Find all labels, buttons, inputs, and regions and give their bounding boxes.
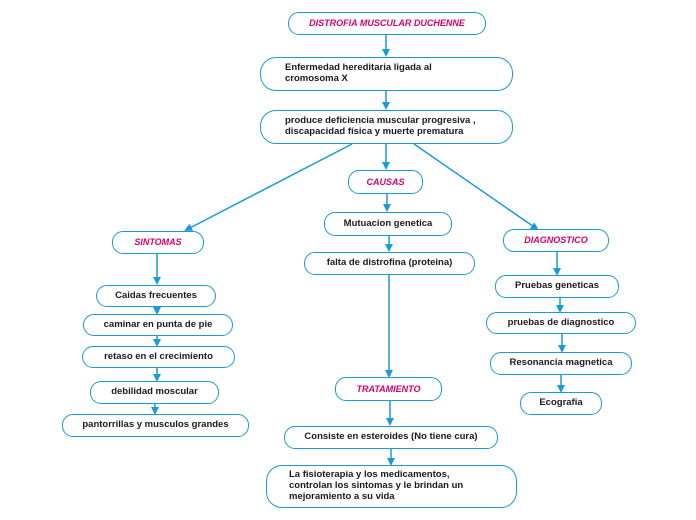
fisioterapia-node: La fisioterapia y los medicamentos, cont…: [266, 465, 517, 508]
arrow-effect-to-diagnostico: [413, 143, 539, 231]
resonancia-magnetica-text: Resonancia magnetica: [509, 357, 613, 369]
pantorrillas-text: pantorrillas y musculos grandes: [82, 419, 229, 431]
debilidad-muscular-node: debilidad moscular: [90, 381, 219, 404]
causas-node: CAUSAS: [348, 170, 423, 194]
pruebas-geneticas-node: Pruebas geneticas: [495, 275, 619, 298]
causas-heading: CAUSAS: [366, 176, 405, 187]
pantorrillas-node: pantorrillas y musculos grandes: [62, 414, 249, 437]
diagnostico-node: DIAGNOSTICO: [503, 229, 609, 252]
pruebas-diagnostico-text: pruebas de diagnostico: [507, 316, 615, 328]
title-node: DISTROFIA MUSCULAR DUCHENNE: [288, 12, 486, 35]
caidas-frecuentes-node: Caidas frecuentes: [96, 285, 216, 307]
caminar-punta-pie-node: caminar en punta de pie: [83, 314, 233, 336]
mutacion-genetica-text: Mutuacion genetica: [343, 217, 433, 229]
falta-distrofina-text: falta de distrofina (proteina): [326, 257, 453, 269]
caidas-frecuentes-text: Caidas frecuentes: [115, 289, 197, 301]
debilidad-muscular-text: debilidad moscular: [111, 386, 198, 398]
esteroides-node: Consiste en esteroides (No tiene cura): [284, 426, 498, 449]
diagnostico-heading: DIAGNOSTICO: [524, 235, 588, 246]
tratamiento-heading: TRATAMIENTO: [356, 383, 421, 394]
tratamiento-node: TRATAMIENTO: [335, 377, 442, 401]
effect-node: produce deficiencia muscular progresiva …: [260, 110, 513, 144]
definition-text: Enfermedad hereditaria ligada al cromoso…: [285, 62, 432, 84]
ecografia-text: Ecografia: [539, 397, 583, 409]
retraso-crecimiento-node: retaso en el crecimiento: [82, 346, 235, 368]
definition-node: Enfermedad hereditaria ligada al cromoso…: [260, 57, 513, 91]
mutacion-genetica-node: Mutuacion genetica: [324, 212, 452, 236]
retraso-crecimiento-text: retaso en el crecimiento: [104, 350, 213, 362]
resonancia-magnetica-node: Resonancia magnetica: [490, 352, 632, 375]
sintomas-node: SINTOMAS: [112, 231, 204, 254]
pruebas-geneticas-text: Pruebas geneticas: [515, 280, 599, 292]
fisioterapia-text: La fisioterapia y los medicamentos, cont…: [289, 469, 464, 502]
arrow-effect-to-sintomas: [184, 143, 353, 231]
sintomas-heading: SINTOMAS: [134, 237, 182, 248]
caminar-punta-pie-text: caminar en punta de pie: [103, 318, 213, 330]
title-text: DISTROFIA MUSCULAR DUCHENNE: [309, 18, 465, 29]
pruebas-diagnostico-node: pruebas de diagnostico: [486, 312, 636, 334]
ecografia-node: Ecografia: [520, 392, 602, 415]
effect-text: produce deficiencia muscular progresiva …: [285, 115, 476, 137]
falta-distrofina-node: falta de distrofina (proteina): [304, 252, 475, 275]
esteroides-text: Consiste en esteroides (No tiene cura): [304, 431, 478, 443]
